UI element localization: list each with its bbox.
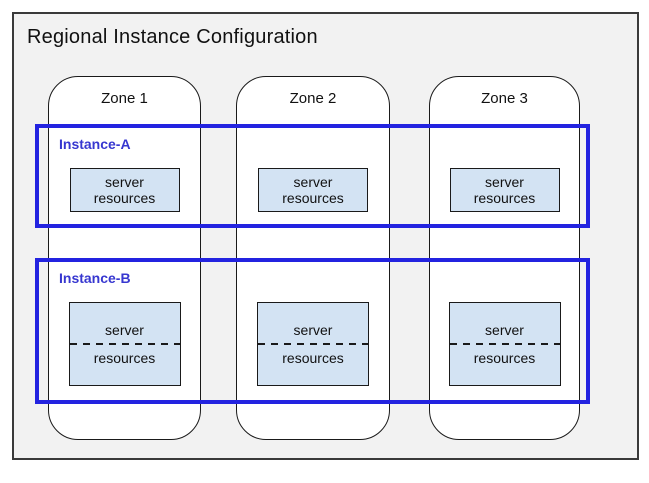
server-resources-line2: resources [473,350,536,366]
resource-split-divider [449,343,560,345]
server-resources-line2: resources [93,350,156,366]
server-resources-line2: resources [282,350,344,366]
server-resources-line2: resources [93,190,156,206]
zone-1-instance-a-server-resources-box: server resources [69,168,180,212]
server-resources-line1: server [293,174,333,190]
server-resources-line1: server [293,322,333,338]
zone-3-instance-a-server-resources-box: server resources [449,168,560,212]
server-resources-line1: server [485,322,524,338]
zone-1-label: Zone 1 [101,90,148,107]
server-resources-line1: server [105,322,144,338]
zone-2-label: Zone 2 [289,90,337,107]
zone-1-instance-b-server-resources-box: server resources [68,302,181,386]
server-resources-line1: server [105,174,144,190]
zone-3-instance-b-server-resources-box: server resources [448,302,561,386]
zone-2-instance-a-server-resources-box: server resources [258,168,368,212]
zone-3: Zone 3 server resources server resources [429,76,580,440]
diagram-title: Regional Instance Configuration [27,26,318,48]
resource-split-divider [258,343,368,345]
zone-3-label: Zone 3 [481,90,528,107]
server-resources-line2: resources [473,190,536,206]
resource-split-divider [69,343,180,345]
zone-2-instance-b-server-resources-box: server resources [257,302,369,386]
server-resources-line2: resources [282,190,344,206]
region-container: Regional Instance Configuration Zone 1 s… [12,12,639,460]
zone-2: Zone 2 server resources server resources [236,76,390,440]
zone-1: Zone 1 server resources server resources [48,76,201,440]
server-resources-line1: server [485,174,524,190]
